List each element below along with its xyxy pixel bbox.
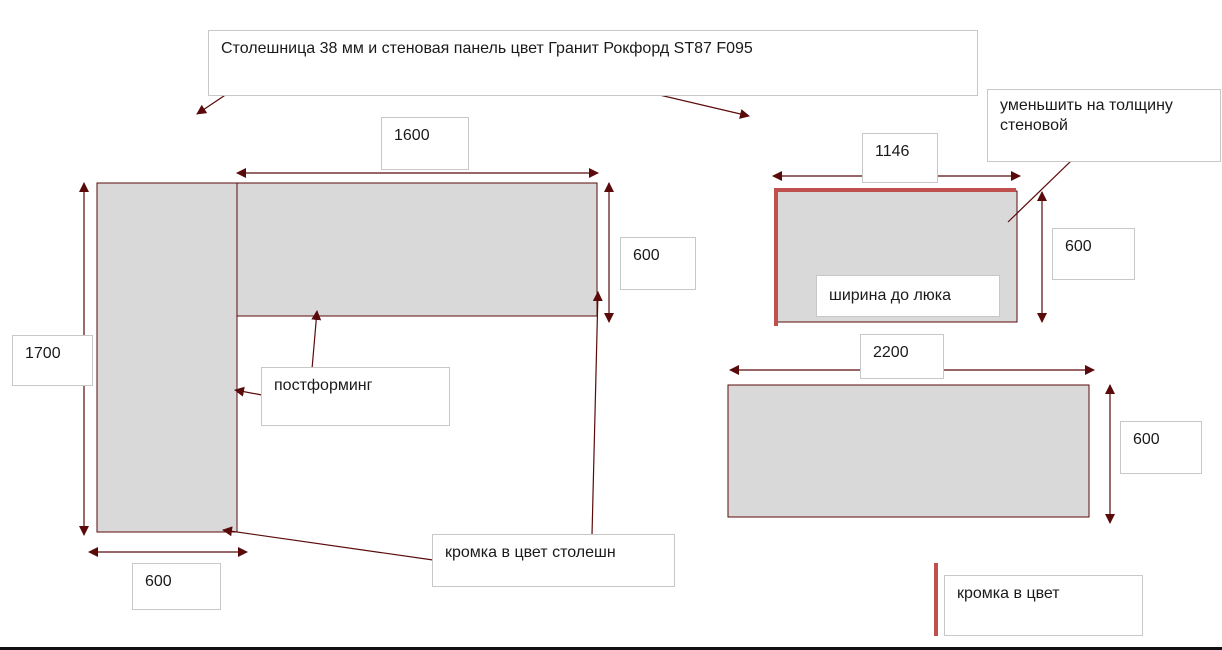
leader-edge-right — [591, 291, 603, 536]
dimension-label-1700: 1700 — [12, 335, 93, 386]
dimension-label-600-small: 600 — [1052, 228, 1135, 280]
edge-countertop-color-label: кромка в цвет столешн — [432, 534, 675, 587]
dimension-label-600-side: 600 — [132, 563, 221, 610]
top-countertop-panel — [236, 182, 598, 317]
side-countertop-panel — [96, 182, 238, 533]
dimension-label-1600: 1600 — [381, 117, 469, 170]
dimension-label-2200: 2200 — [860, 334, 944, 379]
edge-color-legend-label: кромка в цвет — [944, 575, 1143, 636]
leader-edge-left — [222, 526, 434, 561]
long-countertop-panel — [727, 384, 1090, 518]
title-label: Столешница 38 мм и стеновая панель цвет … — [208, 30, 978, 96]
leader-postforming-left — [234, 386, 263, 397]
bottom-divider — [0, 647, 1222, 650]
dimension-label-600-long: 600 — [1120, 421, 1202, 474]
dimension-label-1146: 1146 — [862, 133, 938, 183]
reduce-wall-panel-note: уменьшить на толщину стеновой — [987, 89, 1221, 162]
leader-postforming-up — [311, 310, 322, 370]
width-to-hatch-label: ширина до люка — [816, 275, 1000, 317]
dimension-label-600-top: 600 — [620, 237, 696, 290]
postforming-label: постформинг — [261, 367, 450, 426]
